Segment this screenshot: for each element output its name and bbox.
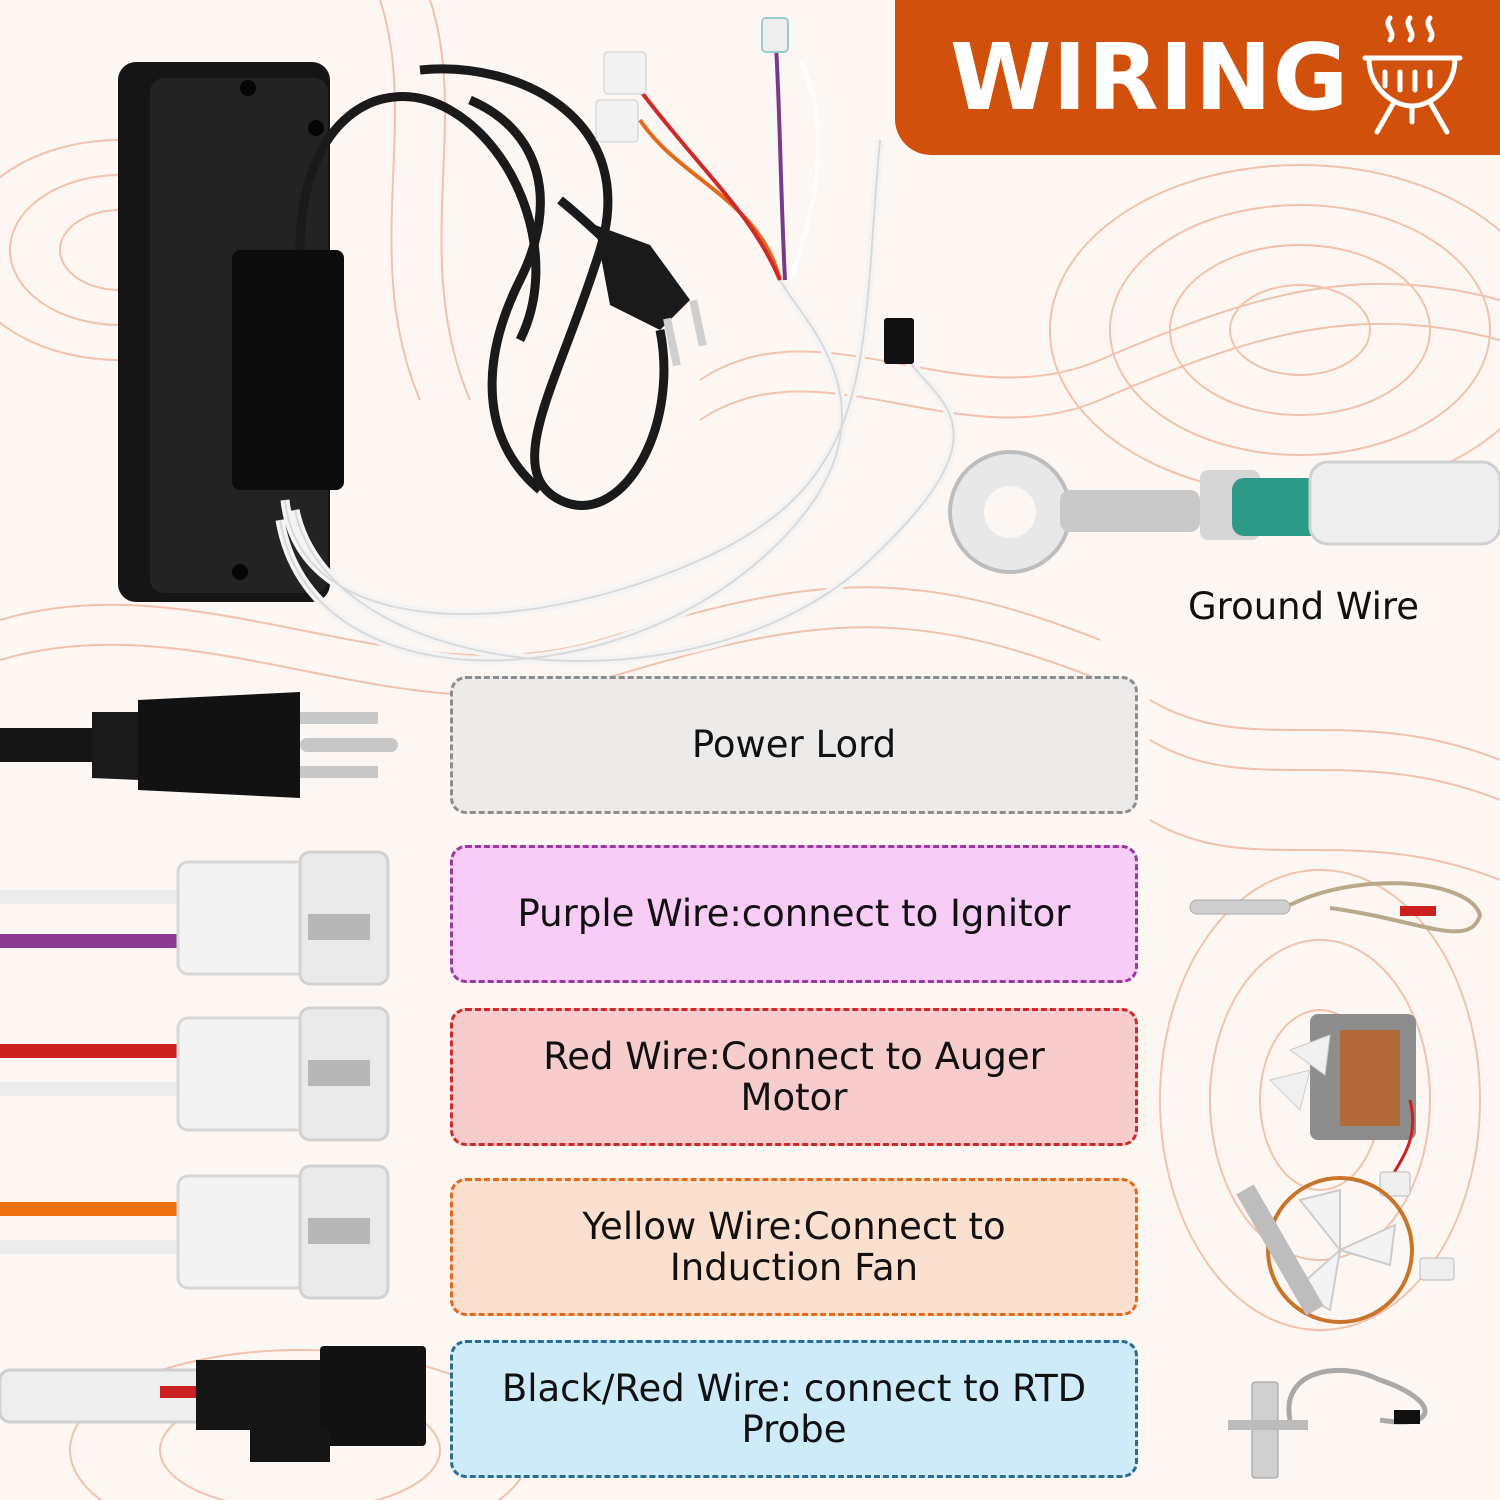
rtd-probe-connector: [0, 1346, 426, 1462]
controller-box: [118, 62, 344, 602]
purple-wire-label: Purple Wire:connect to Ignitor: [517, 892, 1071, 936]
red-wire-label-box: Red Wire:Connect to Auger Motor: [450, 1008, 1138, 1146]
yellow-wire-connector: [0, 1164, 390, 1300]
black-red-wire-label: Black/Red Wire: connect to RTD Probe: [501, 1366, 1087, 1451]
grill-icon: [1362, 15, 1463, 135]
ground-wire-ring: [948, 450, 1500, 574]
purple-wire-connector: [0, 850, 390, 986]
page-title: WIRING: [950, 23, 1350, 131]
ignitor-rod: [1189, 881, 1483, 934]
red-wire-label: Red Wire:Connect to Auger Motor: [543, 1034, 1045, 1119]
red-wire-connector: [0, 1006, 390, 1142]
yellow-wire-label-box: Yellow Wire:Connect to Induction Fan: [450, 1178, 1138, 1316]
purple-wire-label-box: Purple Wire:connect to Ignitor: [450, 845, 1138, 983]
black-red-wire-label-box: Black/Red Wire: connect to RTD Probe: [450, 1340, 1138, 1478]
power-cord-label-box: Power Lord: [450, 676, 1138, 814]
sleeved-wires: [275, 139, 959, 666]
small-plug: [595, 225, 707, 367]
power-plug: [0, 692, 398, 798]
auger-motor: [1269, 1014, 1416, 1197]
rtd-probe: [1228, 1367, 1428, 1479]
induction-fan: [1236, 1176, 1455, 1324]
power-cord-label: Power Lord: [691, 723, 897, 767]
ground-wire-label: Ground Wire: [1188, 585, 1420, 628]
yellow-wire-label: Yellow Wire:Connect to Induction Fan: [582, 1204, 1006, 1289]
